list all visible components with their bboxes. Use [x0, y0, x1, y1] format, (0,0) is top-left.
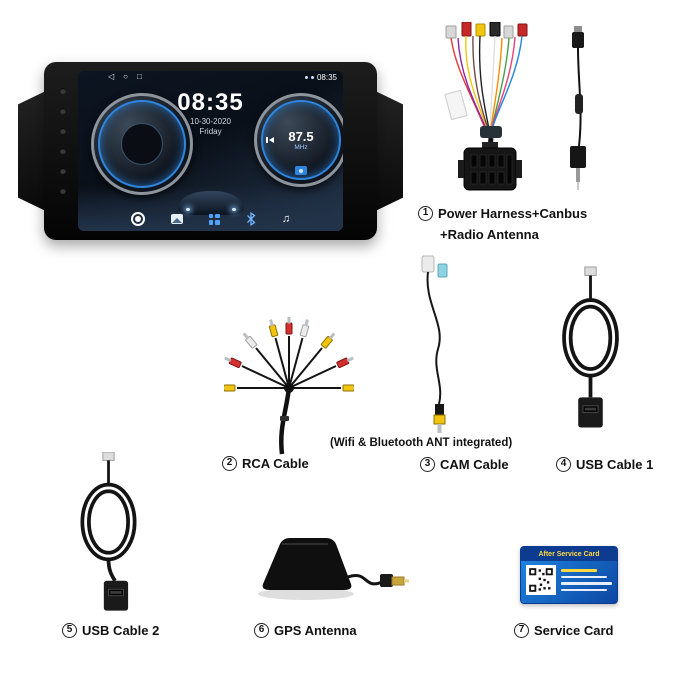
radio-frequency: 87.5 MHz [257, 96, 343, 184]
screen-dock: ♫ [78, 209, 343, 229]
item3-note: (Wifi & Bluetooth ANT integrated) [330, 437, 513, 449]
headlight-glow [231, 208, 236, 211]
caption-item2: 2 RCA Cable [222, 456, 309, 471]
android-nav-icons: ◁○□ [108, 72, 151, 81]
caption-item3: 3 CAM Cable [420, 457, 509, 472]
caption-item5: 5 USB Cable 2 [62, 623, 159, 638]
usb-cable-2-drawing [80, 451, 137, 611]
power-harness-drawing [444, 21, 528, 191]
side-button-icon [60, 108, 66, 114]
apps-grid-icon [208, 213, 220, 225]
item4-number-badge: 4 [556, 457, 571, 472]
head-unit-body: ◁○□ 08:35 08:35 10-30-2020 Friday [44, 62, 377, 240]
item7-label: Service Card [534, 623, 614, 638]
caption-item3-note: (Wifi & Bluetooth ANT integrated) [330, 437, 512, 449]
headlight-glow [185, 208, 190, 211]
gps-antenna [248, 522, 413, 607]
connector-latch [482, 142, 498, 150]
antenna-din-plug [570, 146, 586, 168]
usb-pin-connector [102, 451, 115, 461]
side-button-icon [60, 168, 66, 174]
power-harness [438, 21, 538, 208]
radio-dial-ring [261, 100, 341, 180]
side-button-icon [60, 88, 66, 94]
battery-icon [310, 76, 314, 79]
radio-dial: 87.5 MHz [254, 93, 343, 187]
status-bar-right: 08:35 [304, 73, 337, 82]
item2-number-badge: 2 [222, 456, 237, 471]
gps-puck [262, 538, 352, 590]
caption-item7: 7 Service Card [514, 623, 614, 638]
back-icon: ◁ [108, 72, 124, 81]
gauge-dial-ring [98, 100, 186, 188]
home-icon: ○ [123, 72, 137, 81]
item5-label: USB Cable 2 [82, 623, 160, 638]
side-button-icon [60, 148, 66, 154]
rca-cable-drawing [218, 317, 360, 455]
car-stereo-head-unit: ◁○□ 08:35 08:35 10-30-2020 Friday [18, 62, 403, 240]
usb-pin-connector [584, 266, 597, 276]
clock-date: 10-30-2020 [190, 117, 231, 126]
antenna-top-plug [572, 32, 584, 48]
car-silhouette [177, 191, 244, 215]
cam-cable-drawing [421, 255, 448, 433]
rca-plug-body [435, 404, 444, 416]
side-button-icon [60, 188, 66, 194]
radio-frequency-unit: MHz [294, 144, 308, 151]
item1-label-line2: +Radio Antenna [440, 227, 539, 242]
item1-label: Power Harness+Canbus [438, 206, 588, 221]
gallery-icon [170, 214, 183, 224]
caption-item4: 4 USB Cable 1 [556, 457, 653, 472]
location-icon [130, 212, 145, 226]
service-card-text-lines [561, 569, 612, 591]
camera-icon [295, 166, 307, 175]
side-button-icon [60, 128, 66, 134]
item3-label: CAM Cable [440, 457, 509, 472]
side-button-strip [56, 88, 70, 194]
item4-label: USB Cable 1 [576, 457, 654, 472]
signal-icon [304, 76, 308, 79]
gauge-dial-hub [120, 122, 164, 166]
wire-label [444, 89, 468, 121]
radio-frequency-value: 87.5 [288, 129, 314, 144]
cam-cable [408, 254, 468, 446]
radio-antenna-cable [556, 26, 600, 194]
caption-item1: 1 Power Harness+Canbus [418, 206, 587, 221]
item7-number-badge: 7 [514, 623, 529, 638]
caption-item1-line2: +Radio Antenna [440, 227, 539, 242]
sma-gold-connector [391, 576, 405, 586]
usb-cable-1 [548, 262, 633, 442]
item1-number-badge: 1 [418, 206, 433, 221]
qr-code [526, 565, 556, 595]
radio-antenna-drawing [570, 26, 586, 190]
gps-antenna-drawing [258, 538, 409, 600]
clock-widget: 08:35 10-30-2020 Friday [177, 89, 244, 137]
service-card: After Service Card [520, 546, 618, 604]
item5-number-badge: 5 [62, 623, 77, 638]
item2-label: RCA Cable [242, 456, 309, 471]
bluetooth-icon [246, 212, 256, 226]
rca-plug-yellow-ring [433, 414, 446, 425]
usb-cable-2 [66, 451, 151, 620]
cam-blue-connector [437, 263, 448, 278]
ferrite-bead [575, 94, 583, 114]
item6-number-badge: 6 [254, 623, 269, 638]
service-card-title: After Service Card [521, 547, 617, 561]
gauge-dial [91, 93, 193, 195]
clock-time: 08:35 [177, 89, 244, 116]
item6-label: GPS Antenna [274, 623, 357, 638]
status-time: 08:35 [316, 73, 337, 82]
clock-day: Friday [199, 127, 222, 136]
recents-icon: □ [137, 72, 151, 81]
sma-elbow [380, 574, 393, 587]
head-unit-screen: ◁○□ 08:35 08:35 10-30-2020 Friday [78, 71, 343, 231]
cam-white-connector [421, 255, 435, 273]
usb-cable-1-drawing [562, 266, 619, 428]
caption-item6: 6 GPS Antenna [254, 623, 357, 638]
prev-track-icon [266, 137, 274, 143]
item3-number-badge: 3 [420, 457, 435, 472]
cable-wrap [480, 126, 502, 138]
music-icon: ♫ [281, 212, 291, 225]
rca-cable [218, 288, 360, 458]
